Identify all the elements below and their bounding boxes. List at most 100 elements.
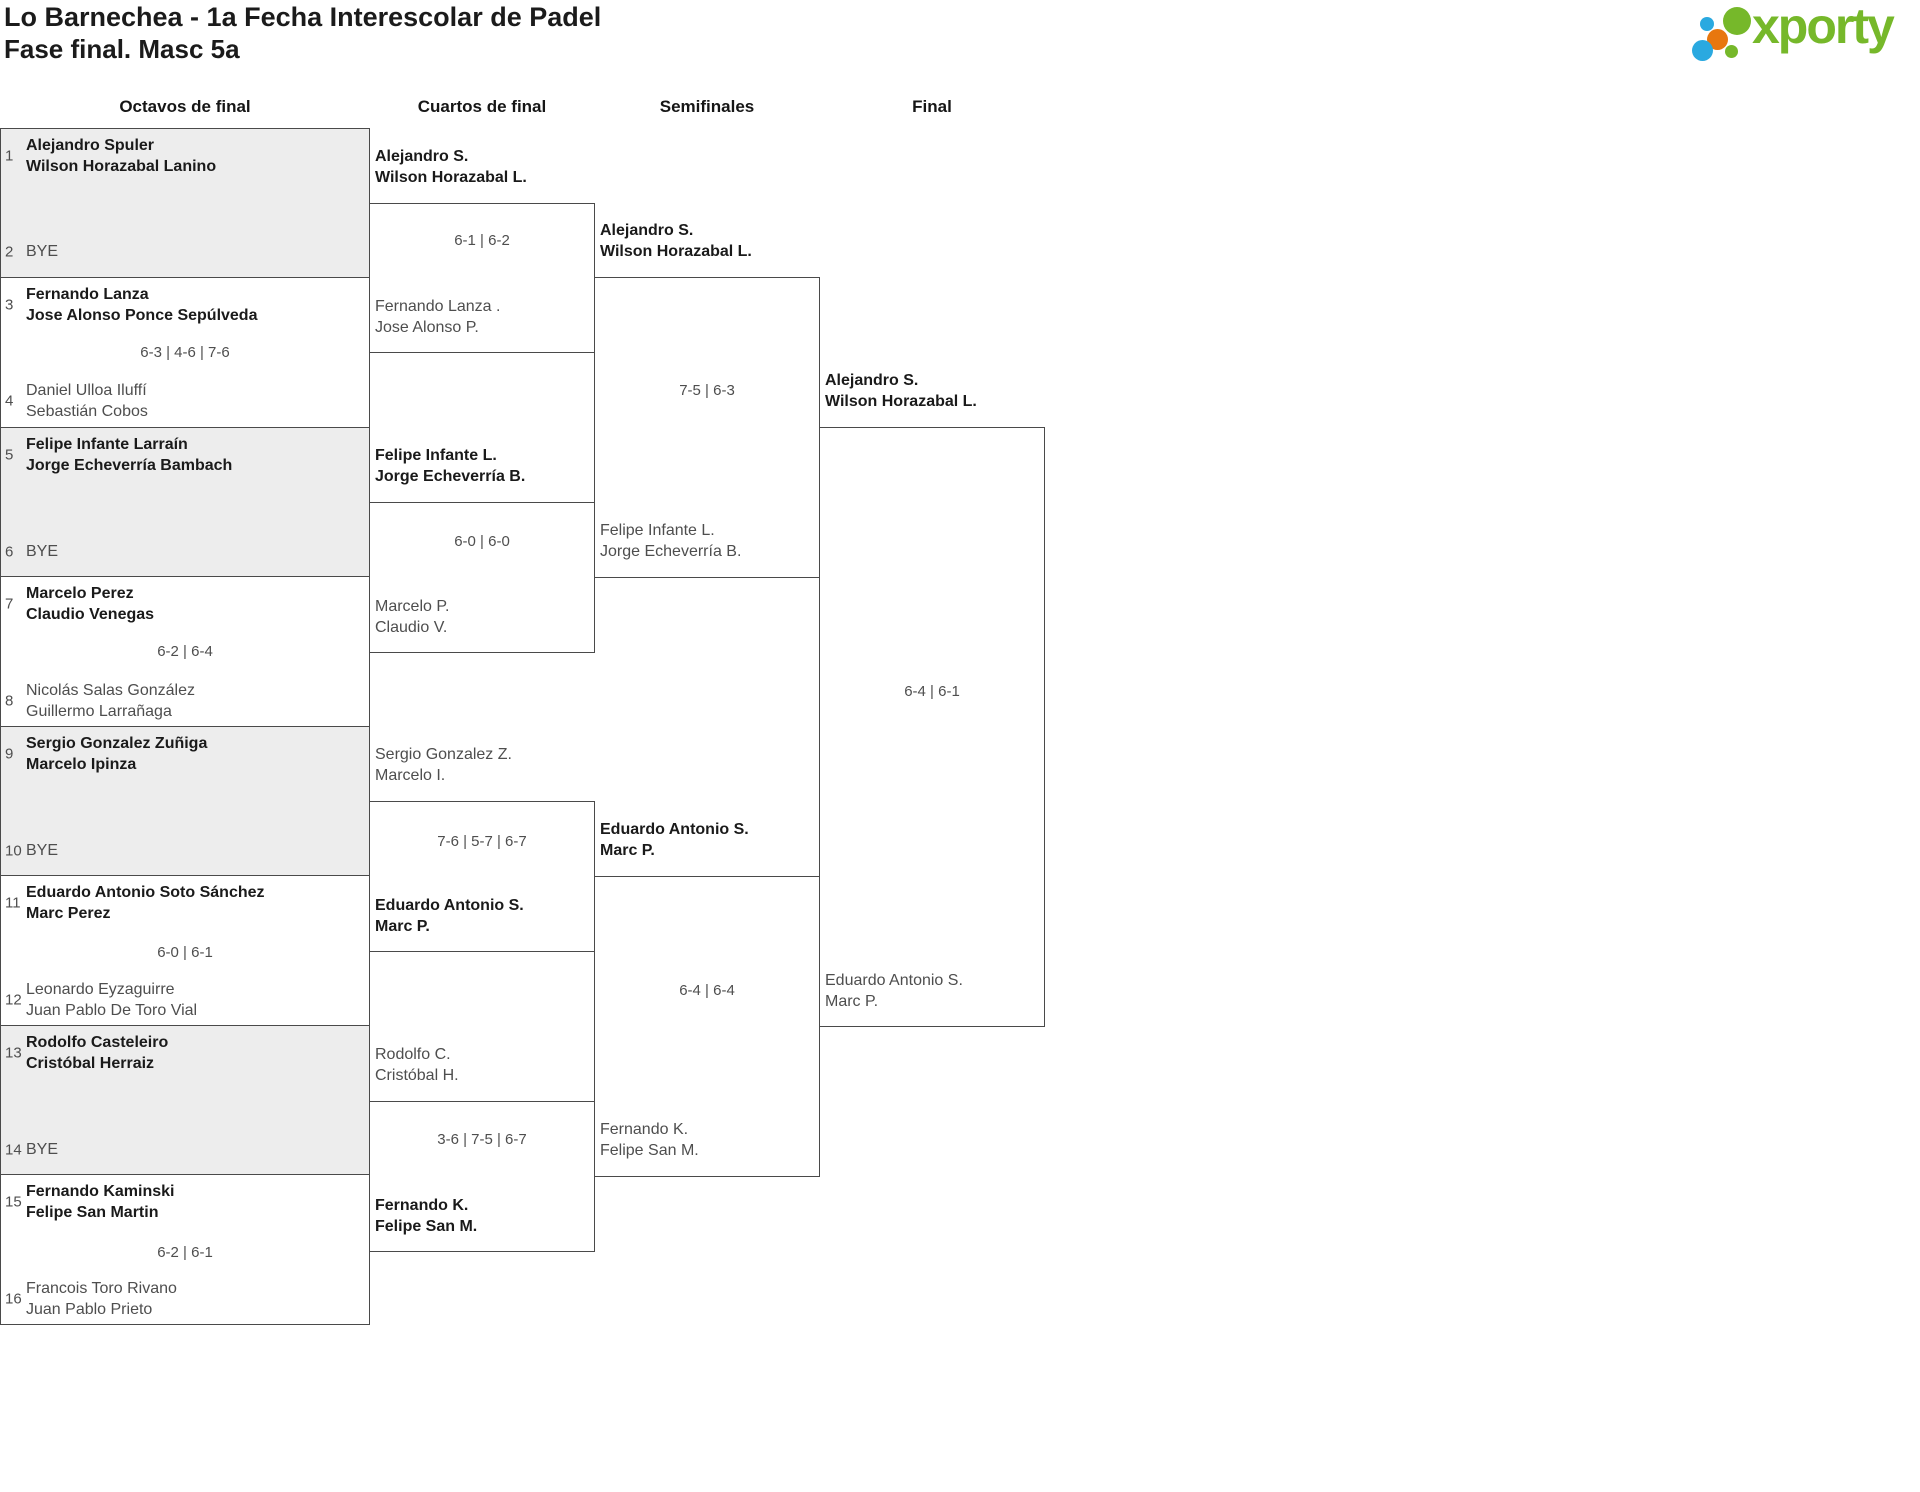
octavos-match-5-box	[0, 726, 370, 876]
logo-dot-orange-icon	[1707, 29, 1728, 50]
round-header-octavos: Octavos de final	[119, 97, 251, 116]
match-score: 6-3 | 4-6 | 7-6	[140, 344, 230, 361]
seed-number: 10	[5, 842, 22, 859]
team-name-line: Felipe San M.	[375, 1218, 478, 1235]
team-slot-seed-14-bye: 14 BYE	[0, 1139, 370, 1160]
logo-dot-blue-small-icon	[1700, 17, 1714, 31]
seed-number: 13	[5, 1044, 22, 1062]
logo-dot-green-small-icon	[1725, 45, 1738, 58]
team-name-line: Sergio Gonzalez Z.	[375, 746, 512, 763]
team-name-line: Fernando K.	[600, 1121, 689, 1138]
match-score: 3-6 | 7-5 | 6-7	[437, 1131, 527, 1148]
team-name-line: Felipe San Martin	[26, 1204, 159, 1221]
team-name-line: Marc Perez	[26, 905, 111, 922]
team-name-line: Daniel Ulloa Iluffí	[26, 382, 147, 399]
team-name-line: Jorge Echeverría Bambach	[26, 457, 233, 474]
xporty-logo[interactable]: xporty	[1690, 0, 1920, 74]
team-name-line: Felipe San M.	[600, 1142, 699, 1159]
team-name-line: Fernando Lanza .	[375, 298, 501, 315]
team-name-line: Alejandro S.	[375, 148, 469, 165]
match-score: 7-6 | 5-7 | 6-7	[437, 833, 527, 850]
cuartos-1-top-team: Alejandro S. Wilson Horazabal L.	[369, 146, 595, 188]
team-name-line: Fernando Kaminski	[26, 1183, 175, 1200]
team-slot-seed-6-bye: 6 BYE	[0, 541, 370, 562]
bye-label: BYE	[26, 543, 59, 560]
seed-number: 15	[5, 1193, 22, 1211]
bye-label: BYE	[26, 842, 59, 859]
match-score: 6-4 | 6-4	[679, 982, 735, 999]
match-score: 6-1 | 6-2	[454, 232, 510, 249]
team-name-line: Marcelo P.	[375, 598, 450, 615]
seed-number: 1	[5, 147, 14, 165]
seed-number: 16	[5, 1290, 22, 1308]
team-name-line: Jorge Echeverría B.	[600, 543, 742, 560]
team-name-line: Juan Pablo Prieto	[26, 1301, 153, 1318]
team-name-line: Sebastián Cobos	[26, 403, 148, 420]
round-header-cuartos: Cuartos de final	[417, 97, 547, 116]
team-name-line: Sergio Gonzalez Zuñiga	[26, 735, 208, 752]
semifinal-1-top-team: Alejandro S. Wilson Horazabal L.	[594, 220, 820, 262]
team-name-line: Fernando Lanza	[26, 286, 149, 303]
xporty-logo-text: xporty	[1752, 0, 1895, 54]
match-score: 6-0 | 6-0	[454, 533, 510, 550]
team-name-line: Marc P.	[825, 993, 879, 1010]
team-slot-seed-2-bye: 2 BYE	[0, 241, 370, 262]
team-name-line: Alejandro S.	[600, 222, 694, 239]
team-name-line: Claudio V.	[375, 619, 448, 636]
seed-number: 3	[5, 296, 14, 314]
seed-number: 7	[5, 595, 14, 613]
team-name-line: Eduardo Antonio S.	[825, 972, 963, 989]
team-name-line: Marcelo I.	[375, 767, 446, 784]
seed-number: 5	[5, 446, 14, 464]
semifinal-2-bottom-team: Fernando K. Felipe San M.	[594, 1119, 820, 1161]
team-name-line: Felipe Infante L.	[600, 522, 715, 539]
team-name-line: Jorge Echeverría B.	[375, 468, 526, 485]
team-name-line: Wilson Horazabal L.	[825, 393, 977, 410]
cuartos-2-top-team: Felipe Infante L. Jorge Echeverría B.	[369, 445, 595, 487]
team-name-line: Marcelo Ipinza	[26, 756, 137, 773]
logo-dot-green-large-icon	[1723, 7, 1751, 35]
page-title: Lo Barnechea - 1a Fecha Interescolar de …	[4, 2, 602, 32]
team-name-line: Francois Toro Rivano	[26, 1280, 177, 1297]
cuartos-4-top-team: Rodolfo C.Cristóbal H.	[369, 1044, 595, 1086]
seed-number: 12	[5, 991, 22, 1009]
team-name-line: Alejandro Spuler	[26, 137, 155, 154]
team-name-line: Jose Alonso P.	[375, 319, 479, 336]
team-name-line: Fernando K.	[375, 1197, 469, 1214]
seed-number: 6	[5, 543, 14, 560]
cuartos-1-bottom-team: Fernando Lanza . Jose Alonso P.	[369, 296, 595, 338]
bye-label: BYE	[26, 243, 59, 260]
team-name-line: Nicolás Salas González	[26, 682, 195, 699]
cuartos-2-bottom-team: Marcelo P. Claudio V.	[369, 596, 595, 638]
team-name-line: Claudio Venegas	[26, 606, 155, 623]
round-header-semifinal: Semifinales	[659, 97, 755, 116]
team-name-line: Cristóbal H.	[375, 1067, 459, 1084]
team-name-line: Marc P.	[375, 918, 430, 935]
match-score: 6-2 | 6-4	[157, 643, 213, 660]
seed-number: 9	[5, 745, 14, 763]
team-name-line: Felipe Infante Larraín	[26, 436, 188, 453]
seed-number: 11	[5, 894, 21, 912]
semifinal-1-bottom-team: Felipe Infante L. Jorge Echeverría B.	[594, 520, 820, 562]
team-name-line: Alejandro S.	[825, 372, 919, 389]
seed-number: 4	[5, 392, 14, 410]
team-name-line: Wilson Horazabal L.	[600, 243, 752, 260]
match-score: 6-2 | 6-1	[157, 1244, 213, 1261]
team-name-line: Jose Alonso Ponce Sepúlveda	[26, 307, 258, 324]
seed-number: 2	[5, 243, 14, 260]
seed-number: 8	[5, 692, 14, 710]
match-score: 6-0 | 6-1	[157, 944, 213, 961]
team-name-line: Eduardo Antonio Soto Sánchez	[26, 884, 265, 901]
team-name-line: Felipe Infante L.	[375, 447, 497, 464]
team-name-line: Leonardo Eyzaguirre	[26, 981, 175, 998]
cuartos-3-bottom-team: Eduardo Antonio S.Marc P.	[369, 895, 595, 937]
team-name-line: Wilson Horazabal L.	[375, 169, 527, 186]
